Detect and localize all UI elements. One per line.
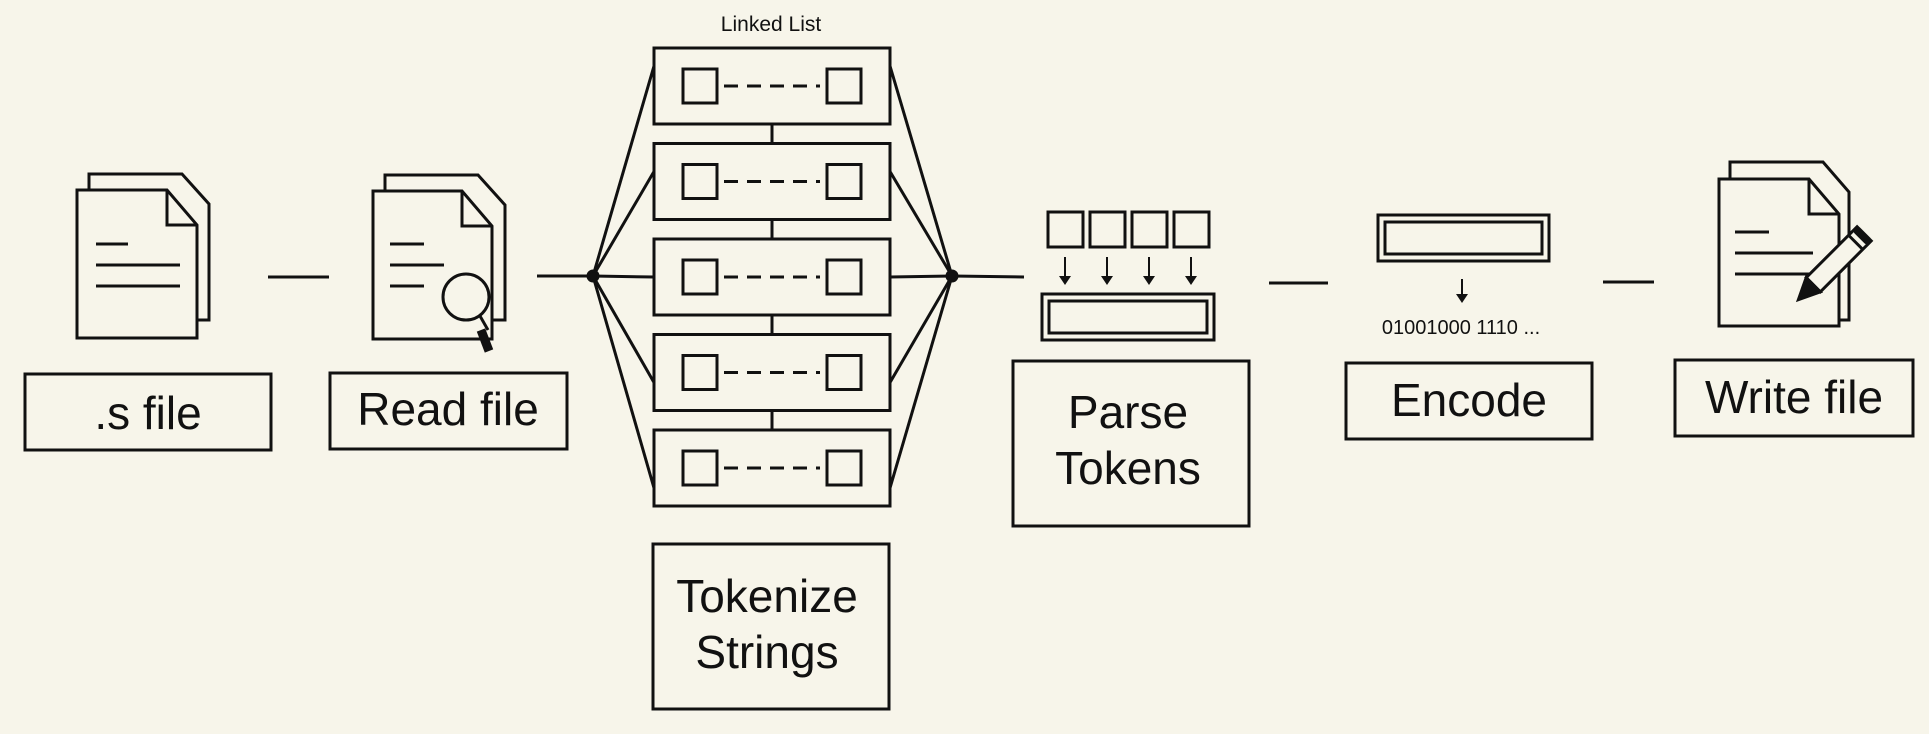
read-file-box (328, 371, 569, 451)
fan-in-line (591, 170, 656, 277)
write-file-label: Write file (1705, 371, 1883, 423)
encode-label: Encode (1391, 374, 1547, 426)
s-file-box (23, 372, 273, 452)
node-value-cell (681, 449, 719, 487)
fan-in-line (591, 65, 656, 277)
parse-tokens-box (1011, 359, 1251, 528)
node-pointer-cell (825, 67, 863, 105)
fan-out-line (888, 65, 954, 277)
linked-list-icon (537, 46, 1025, 508)
fan-out-line (888, 170, 954, 277)
fan-in-hub-dot (586, 269, 600, 283)
node-pointer-cell (825, 354, 863, 391)
node-value-cell (681, 258, 719, 296)
node-pointer-cell (825, 449, 863, 487)
fan-out-hub-dot (945, 269, 959, 283)
linked-list-title: Linked List (721, 13, 822, 36)
pencil-icon (1795, 224, 1874, 303)
tokenize-strings-label-line2: Strings (695, 626, 838, 678)
document-stack-icon (75, 172, 211, 340)
node-value-cell (681, 67, 719, 105)
write-file-box (1673, 358, 1915, 438)
node-value-cell (681, 163, 719, 200)
document-edit-icon (1717, 160, 1874, 328)
node-pointer-cell (825, 258, 863, 296)
read-file-label: Read file (357, 383, 539, 435)
connector-line (951, 274, 1025, 279)
parse-tokens-label-line2: Tokens (1055, 442, 1201, 494)
encode-box (1344, 361, 1594, 441)
encode-output: 01001000 1110 ... (1382, 317, 1540, 339)
fan-out-line (889, 274, 953, 279)
node-value-cell (681, 354, 719, 391)
encode-icon (1376, 213, 1551, 303)
fan-in-line (591, 275, 656, 489)
tokenize-strings-box (651, 542, 891, 711)
fan-out-line (888, 275, 954, 489)
document-search-icon (371, 173, 507, 353)
fan-out-line (888, 275, 954, 384)
fan-in-line (591, 275, 656, 384)
node-pointer-cell (825, 163, 863, 200)
tokenize-strings-label-line1: Tokenize (676, 570, 858, 622)
s-file-label: .s file (94, 387, 201, 439)
token-parse-icon (1040, 210, 1216, 342)
parse-tokens-label-line1: Parse (1068, 386, 1188, 438)
fan-in-line (592, 274, 655, 279)
